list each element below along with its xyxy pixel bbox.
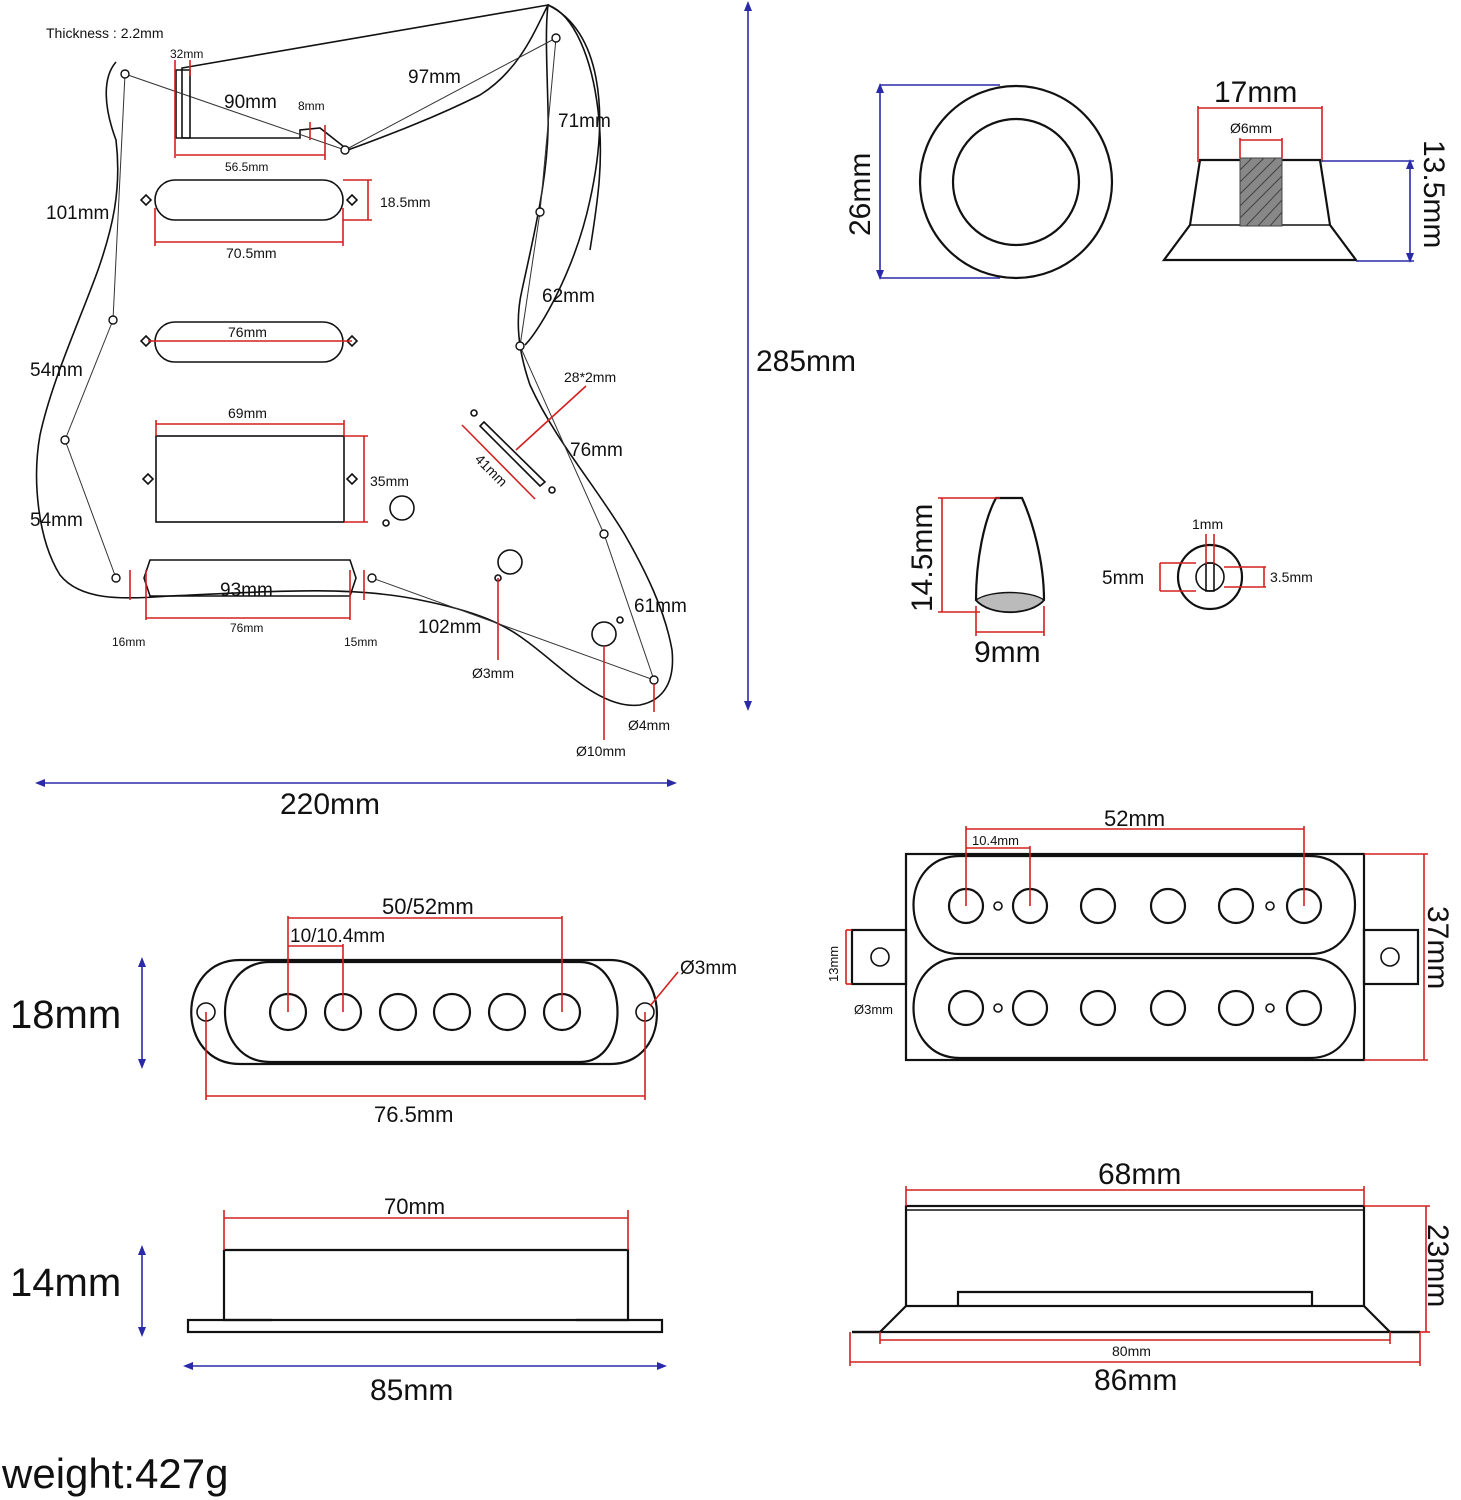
hb-height-label: 23mm: [1421, 1224, 1454, 1307]
hb-spacing-pole-label: 10.4mm: [972, 833, 1019, 848]
knob-shaft-label: Ø6mm: [1230, 120, 1272, 136]
dim-90mm: 90mm: [224, 92, 277, 113]
pickguard-screw-holes: [60, 33, 659, 685]
knob-diameter-label: 26mm: [844, 153, 877, 236]
pickguard-labels: Thickness : 2.2mm 32mm 90mm 8mm 97mm 71m…: [30, 25, 687, 759]
hole-4mm-label: Ø4mm: [628, 717, 670, 733]
hole-10mm-label: Ø10mm: [576, 743, 626, 759]
dim-61mm: 61mm: [634, 596, 687, 617]
height-label: 285mm: [756, 345, 856, 378]
single-coil-side-view: 70mm 14mm 85mm: [10, 1194, 667, 1407]
dim-97mm: 97mm: [408, 67, 461, 88]
knob-shaft-hatch: [1239, 157, 1283, 227]
dim-54mm-bottom: 54mm: [30, 510, 83, 531]
dim-76mm-mid: 76mm: [228, 324, 267, 340]
hole-3mm-label: Ø3mm: [472, 665, 514, 681]
switch-slot-label: 1mm: [1192, 516, 1223, 532]
hb-base-length-label: 86mm: [1094, 1364, 1177, 1397]
dim-18-5mm: 18.5mm: [380, 194, 431, 210]
tone-hole-1: [497, 549, 523, 575]
dim-71mm: 71mm: [558, 111, 611, 132]
pickguard-red-dims: [129, 60, 655, 740]
hb-width-label: 37mm: [1421, 906, 1454, 989]
sc-base-length-label: 85mm: [370, 1374, 453, 1407]
dim-15mm: 15mm: [344, 635, 377, 649]
sc-spacing-pole-label: 10/10.4mm: [290, 926, 385, 947]
pickup-rout-humbucker: [155, 435, 345, 523]
switch-outer-label: 5mm: [1102, 568, 1144, 589]
dim-54mm-top: 54mm: [30, 360, 83, 381]
hb-spacing-total-label: 52mm: [1104, 806, 1165, 831]
dim-101mm: 101mm: [46, 203, 109, 224]
humbucker-poles: [947, 887, 1323, 1027]
width-label: 220mm: [280, 788, 380, 821]
dim-69mm: 69mm: [228, 405, 267, 421]
single-coil-top-view: 50/52mm 10/10.4mm Ø3mm 76.5mm 18mm: [10, 894, 737, 1127]
hb-tab-label: 13mm: [826, 946, 841, 982]
switch-width-label: 9mm: [974, 636, 1041, 669]
dim-32mm: 32mm: [170, 47, 203, 61]
dim-8mm: 8mm: [298, 99, 325, 113]
switch-slot: [470, 409, 556, 494]
dim-41mm: 41mm: [472, 451, 511, 490]
volume-hole: [389, 495, 415, 521]
humbucker-side-view: 68mm 23mm 80mm 86mm: [849, 1158, 1454, 1397]
humbucker-top-view: 52mm 10.4mm 13mm Ø3mm 37mm: [826, 806, 1454, 1062]
dim-62mm: 62mm: [542, 286, 595, 307]
knob-height-label: 13.5mm: [1417, 140, 1450, 248]
tone-hole-2: [591, 621, 617, 647]
dim-70-5mm: 70.5mm: [226, 245, 277, 261]
dim-56-5mm: 56.5mm: [225, 160, 268, 174]
pickguard-dimension-lines: [64, 37, 655, 681]
pickguard-outline: [35, 3, 674, 707]
sc-hole-label: Ø3mm: [680, 958, 737, 979]
pickguard-drawing: Thickness : 2.2mm 32mm 90mm 8mm 97mm 71m…: [30, 0, 856, 821]
pickup-rout-1: [154, 179, 344, 221]
dim-16mm: 16mm: [112, 635, 145, 649]
sc-width-label: 18mm: [10, 993, 121, 1037]
switch-tip-bottom: 1mm 5mm 3.5mm: [1102, 516, 1313, 611]
pickguard-right-edge: [524, 4, 601, 346]
switch-tip-side: 14.5mm 9mm: [906, 496, 1046, 669]
thickness-label: Thickness : 2.2mm: [46, 25, 163, 41]
dim-93mm: 93mm: [220, 580, 273, 601]
single-coil-poles: [268, 992, 582, 1032]
hb-mount-spacing-label: 80mm: [1112, 1343, 1151, 1359]
switch-height-label: 14.5mm: [906, 504, 939, 612]
dim-76mm-right: 76mm: [570, 440, 623, 461]
knob-top-view: 26mm: [844, 83, 1114, 280]
neck-cutout: [175, 69, 191, 139]
sc-top-length-label: 70mm: [384, 1194, 445, 1219]
knob-side-view: 17mm Ø6mm 13.5mm: [1161, 76, 1450, 263]
switch-inner-label: 3.5mm: [1270, 569, 1313, 585]
pickup-rout-2: [154, 321, 344, 363]
hb-top-length-label: 68mm: [1098, 1158, 1181, 1191]
knob-top-width-label: 17mm: [1214, 76, 1297, 109]
sc-spacing-total-label: 50/52mm: [382, 894, 474, 919]
sc-height-label: 14mm: [10, 1261, 121, 1305]
dim-102mm: 102mm: [418, 617, 481, 638]
dim-28x2mm: 28*2mm: [564, 369, 616, 385]
hb-hole-label: Ø3mm: [854, 1002, 893, 1017]
dim-35mm: 35mm: [370, 473, 409, 489]
dim-76mm-bottom: 76mm: [230, 621, 263, 635]
sc-mount-spacing-label: 76.5mm: [374, 1102, 453, 1127]
weight-label: weight:427g: [1, 1450, 229, 1497]
